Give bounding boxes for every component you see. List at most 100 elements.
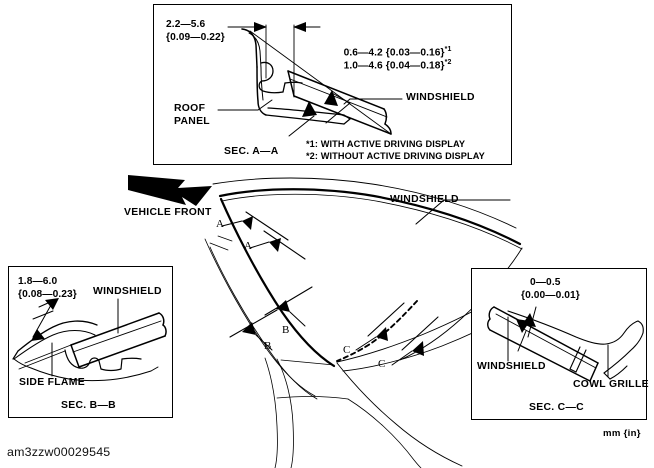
cowl-grille-tip-b	[609, 365, 628, 380]
sec-c-glass-bottom-face	[489, 329, 591, 382]
sec-b-side-flame-label: SIDE FLAME	[19, 377, 85, 388]
sec-a-dim-glass-1-in: {0.03—0.16}	[385, 47, 445, 59]
cowl-grille-tip-a	[603, 372, 611, 380]
sec-a-dim-glass-2: 1.0—4.6 {0.04—0.18}*2	[326, 48, 452, 82]
section-c-panel: 0—0.5 {0.00—0.01} WINDSHIELD COWL GRILLE…	[471, 268, 649, 420]
roof-arc-outer	[212, 177, 517, 229]
a-pillar-left-outer-2	[209, 246, 318, 400]
cowl-ledge	[276, 396, 349, 400]
arrow-a-upper-head	[242, 216, 253, 230]
arrow-b-lower-head	[242, 322, 256, 335]
cowl-grille-leg-right	[575, 349, 587, 373]
arrow-b-lower-shaft	[255, 334, 273, 351]
weatherstrip-base	[100, 358, 123, 372]
arrow-c-upper-head	[376, 327, 388, 341]
section-b-panel: 1.8—6.0 {0.08—0.23} WINDSHIELD SIDE FLAM…	[8, 266, 173, 418]
glass-dim-leader-2	[288, 115, 315, 137]
weatherstrip-hook	[64, 349, 91, 369]
dim-arrow-right-head	[293, 22, 306, 32]
sec-a-dim-glass-2-in: {0.04—0.18}	[385, 60, 445, 72]
cowl-grille-leg-bottom	[569, 368, 577, 373]
section-mark-a-lower: A	[244, 240, 252, 252]
section-mark-b-lower: B	[264, 340, 272, 352]
units-note: mm {in}	[603, 428, 641, 439]
windshield-top-edge	[218, 188, 522, 246]
sec-b-glass-end-top	[158, 312, 165, 326]
pillar-tail-a	[217, 235, 233, 242]
side-flame-left-end-b	[13, 358, 32, 369]
arrow-a-lower-head	[269, 238, 281, 252]
cowl-left-contour-2	[264, 357, 278, 468]
sec-c-dim-arrow-lower	[516, 319, 530, 333]
a-pillar-left-outer-1	[204, 238, 316, 397]
sec-c-glass-top-face	[493, 306, 599, 364]
side-flame-right-tip	[150, 366, 159, 372]
roof-hem-hook	[260, 61, 274, 82]
glass-right-end-top	[383, 108, 388, 125]
sec-b-dim-arrow-lower	[31, 329, 45, 341]
sec-b-dim-arrow-upper	[45, 298, 59, 310]
section-mark-b-upper: B	[282, 324, 290, 336]
sec-a-dim-roof-in: {0.09—0.22}	[166, 32, 225, 43]
section-line-c-upper	[367, 302, 405, 337]
sec-a-footnote-2: *2: WITHOUT ACTIVE DRIVING DISPLAY	[306, 151, 485, 161]
section-line-a-upper	[245, 211, 289, 241]
sec-b-glass-thin-edge	[72, 320, 162, 353]
sec-a-caption: SEC. A—A	[224, 146, 279, 157]
sec-c-caption: SEC. C—C	[529, 402, 584, 413]
sec-c-windshield-label: WINDSHIELD	[477, 361, 546, 372]
arrow-c-lower-head	[412, 341, 424, 356]
pillar-tail-b	[209, 242, 229, 251]
sec-a-dim-glass-1: 0.6—4.2 {0.03—0.16}*1	[326, 35, 452, 69]
cowl-grille-leg-left	[569, 346, 581, 370]
sec-c-cowl-grille-label: COWL GRILLE	[573, 379, 649, 390]
roof-panel-inner-body	[260, 67, 264, 101]
roof-panel-outer-body	[256, 66, 267, 116]
glass-right-end-bot	[384, 123, 392, 135]
side-flame-belly	[30, 367, 70, 380]
sec-a-roof-panel-label-line1: ROOF	[174, 103, 206, 114]
sec-b-dim-connector	[32, 310, 54, 320]
windshield-label-center: WINDSHIELD	[390, 194, 459, 205]
cowl-center-sweep	[347, 398, 422, 468]
windshield-hidden-lower-edge	[336, 300, 418, 362]
sec-a-dim-glass-2-ref: *2	[444, 59, 452, 66]
cowl-grille-right-end-a	[637, 320, 644, 334]
sec-b-datum-lower	[18, 350, 66, 370]
arrow-c-lower-shaft	[391, 350, 413, 366]
glass-edge-thin-inner	[289, 78, 388, 118]
side-flame-lower-skin	[13, 330, 96, 360]
section-mark-c-upper: C	[343, 344, 351, 356]
side-flame-lower-run	[68, 370, 152, 381]
sec-c-glass-end-top	[488, 306, 495, 320]
sec-c-glass-right-end	[589, 362, 599, 382]
roof-panel-inner-top	[248, 32, 262, 69]
arrow-b-upper-head	[276, 300, 290, 312]
section-line-b-upper	[264, 286, 313, 316]
sec-c-dim-mm: 0—0.5	[530, 277, 561, 288]
section-a-drawing	[217, 22, 403, 137]
weatherstrip-lip	[89, 357, 102, 370]
weatherstrip-ledge	[121, 357, 142, 360]
roof-flange-tip	[343, 118, 351, 125]
glass-left-edge-thin	[287, 70, 295, 97]
windshield-leader-diagonal	[415, 199, 445, 225]
cowl-left-contour-1	[276, 358, 294, 468]
figure-id-code: am3zzw00029545	[7, 445, 111, 459]
a-pillar-left-edge	[219, 197, 336, 368]
sec-b-glass-end-bot	[162, 324, 167, 337]
section-a-panel: 2.2—5.6 {0.09—0.22} 0.6—4.2 {0.03—0.16}*…	[153, 4, 512, 165]
cowl-shelf-top	[280, 359, 335, 366]
cowl-grille-right-end-b	[629, 332, 644, 352]
sec-a-dim-roof-mm: 2.2—5.6	[166, 19, 206, 30]
section-line-a-lower	[263, 230, 306, 260]
vehicle-front-label: VEHICLE FRONT	[124, 207, 212, 218]
section-line-b-lower	[229, 309, 278, 338]
section-line-c-lower	[401, 316, 439, 351]
sec-a-dim-glass-1-mm: 0.6—4.2	[343, 47, 383, 59]
sec-b-dim-mm: 1.8—6.0	[18, 276, 58, 287]
arrow-c-upper-shaft	[355, 336, 377, 351]
glass-datum-line	[249, 30, 392, 135]
sec-a-footnote-1: *1: WITH ACTIVE DRIVING DISPLAY	[306, 139, 466, 149]
